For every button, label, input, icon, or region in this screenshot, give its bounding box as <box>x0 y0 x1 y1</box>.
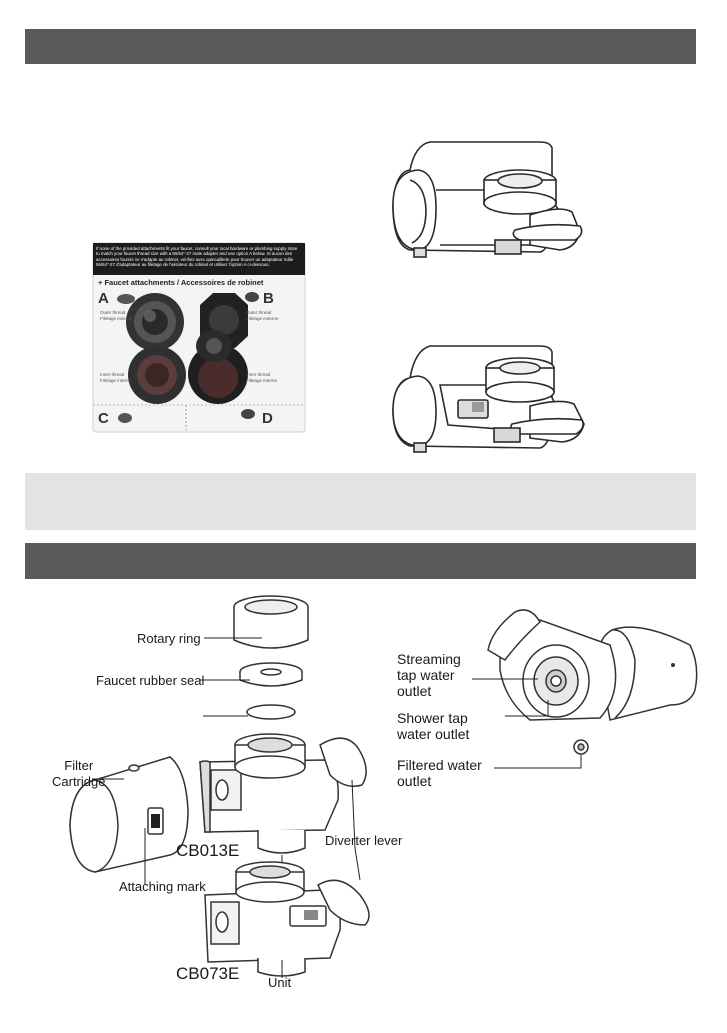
adapter-a <box>126 293 184 351</box>
model-cb073e: CB073E <box>176 964 240 983</box>
package-header-text: If none of the provided attachments fit … <box>96 246 298 268</box>
outer-thread-left: Outer thread <box>100 310 126 315</box>
outer-thread-right: Outer thread <box>246 310 272 315</box>
rotary-ring-part <box>233 595 309 649</box>
inner-thread-left: Inner thread <box>100 372 125 377</box>
filter-cartridge-label: Filter Cartridge <box>52 758 106 789</box>
outer-thread-fr-right: Filetage externe <box>246 316 279 321</box>
model-cb013e: CB013E <box>176 841 240 860</box>
inner-thread-fr-right: Filetage interne <box>246 378 278 383</box>
unit-label: Unit <box>268 975 292 990</box>
faucet-rubber-seal-label: Faucet rubber seal <box>96 673 205 688</box>
faucet-attachments-package <box>92 242 306 433</box>
filter-unit-top-illustration <box>392 141 583 258</box>
outlet-view-illustration <box>487 609 698 755</box>
inner-thread-fr-left: Filetage interne <box>100 378 132 383</box>
package-title: + Faucet attachments / Accessoires de ro… <box>98 278 264 287</box>
outer-thread-fr-left: Filetage externe <box>100 316 133 321</box>
diverter-lever-label: Diverter lever <box>325 833 403 848</box>
filter-cartridge-part <box>69 756 189 873</box>
filtered-outlet-label: Filtered water outlet <box>397 757 482 789</box>
faucet-rubber-seal-part <box>239 662 303 687</box>
section-header-bar-1 <box>25 29 696 64</box>
shower-outlet-label: Shower tap water outlet <box>397 710 470 742</box>
rotary-ring-label: Rotary ring <box>137 631 201 646</box>
letter-b: B <box>263 290 274 307</box>
adapter-c <box>128 346 186 404</box>
gasket-part <box>246 704 296 720</box>
filter-unit-display-illustration <box>392 345 585 453</box>
section-header-bar-2 <box>25 543 696 579</box>
note-box <box>25 473 696 530</box>
inner-thread-right: Inner thread <box>246 372 271 377</box>
streaming-outlet-label: Streaming tap water outlet <box>397 651 461 699</box>
unit-cb013e-part <box>199 733 367 854</box>
attaching-mark-label: Attaching mark <box>119 879 206 894</box>
unit-cb073e-part <box>204 861 370 977</box>
letter-a: A <box>98 290 109 307</box>
adapter-d <box>188 330 248 404</box>
letter-d: D <box>262 410 273 427</box>
letter-c: C <box>98 410 109 427</box>
